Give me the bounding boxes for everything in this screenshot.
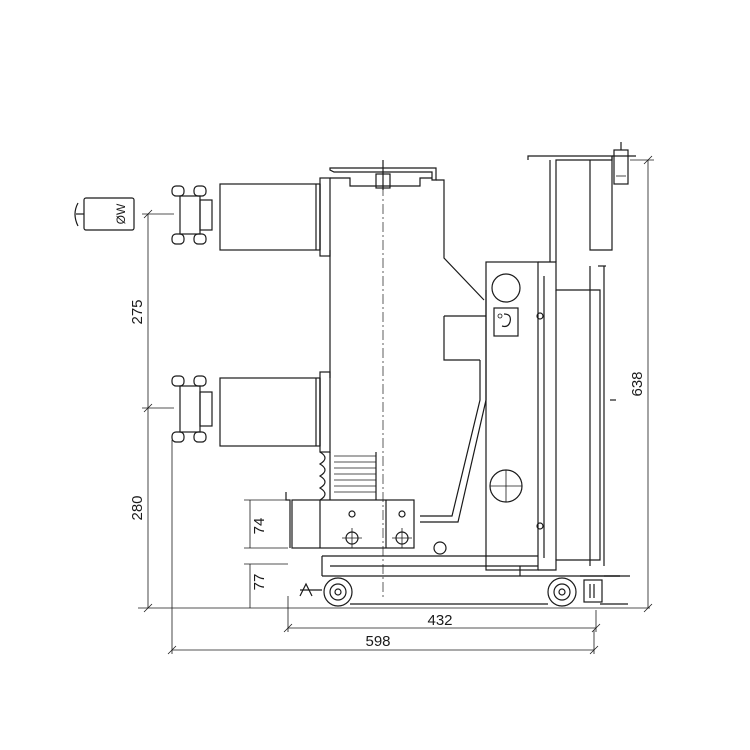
upper-contact-arm [171, 177, 331, 257]
operating-linkage [420, 290, 487, 523]
dim-432: 432 [427, 612, 452, 629]
lower-contact-arm [171, 371, 331, 453]
pole-housing [318, 160, 485, 600]
dim-275: 275 [129, 299, 146, 324]
diameter-callout: ØW [74, 197, 135, 231]
dim-74: 74 [251, 518, 268, 535]
front-panel [527, 142, 636, 571]
dim-77: 77 [251, 574, 268, 591]
mechanism-box [433, 261, 544, 571]
dimension-texts: 275 280 74 77 638 432 598 [129, 299, 646, 650]
diameter-label: ØW [114, 203, 128, 224]
truck-chassis [285, 492, 630, 607]
dimension-lines [138, 155, 654, 655]
dim-280: 280 [129, 495, 146, 520]
dim-638: 638 [629, 371, 646, 396]
dim-598: 598 [365, 633, 390, 650]
